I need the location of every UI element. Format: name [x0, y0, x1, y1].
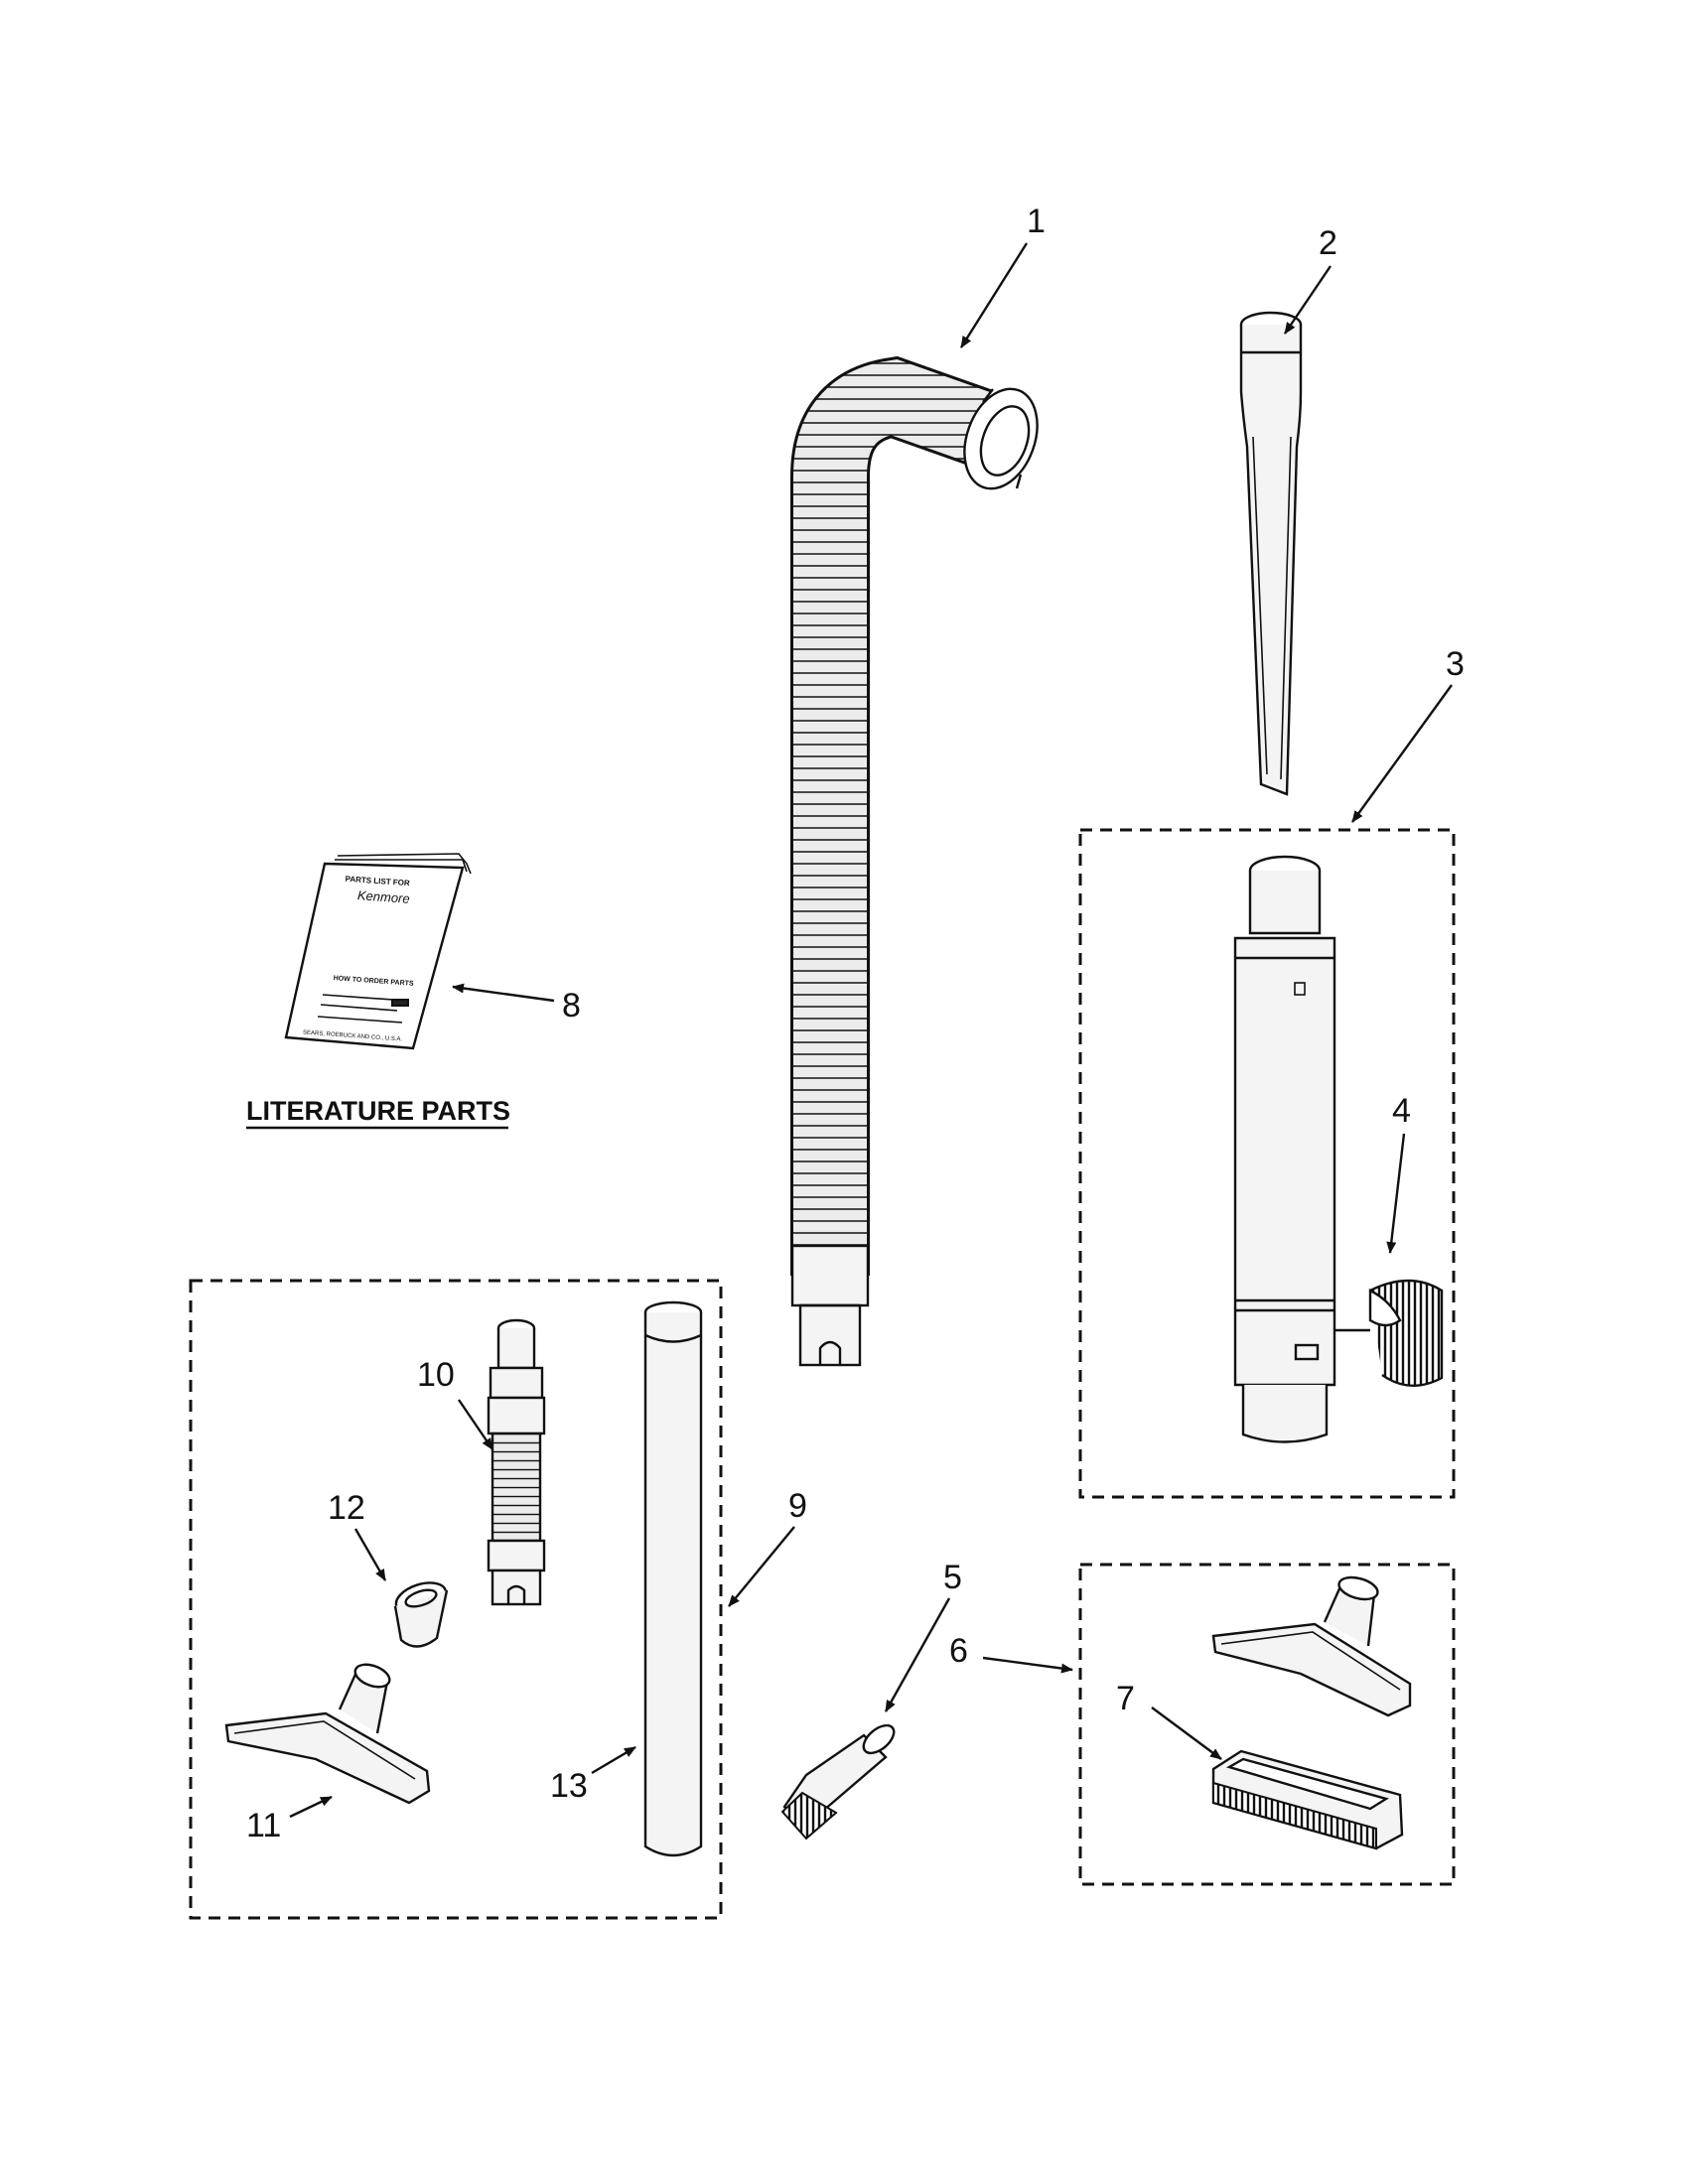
upholstery-tool-part: [1211, 1575, 1412, 1717]
callout-12: 12: [328, 1489, 365, 1527]
callout-7: 7: [1116, 1680, 1135, 1717]
callout-4: 4: [1392, 1092, 1411, 1130]
callout-3: 3: [1446, 645, 1465, 683]
adapter-part: [393, 1581, 449, 1648]
dusting-brush-part: [780, 1723, 896, 1841]
callout-8: 8: [562, 987, 581, 1024]
crevice-tool-part: [1239, 311, 1303, 796]
floor-tool-part: [224, 1663, 431, 1805]
wand-box-part: [1078, 828, 1456, 1499]
callout-5: 5: [943, 1559, 962, 1596]
hose-part: [790, 355, 1039, 1367]
flex-hose-small-part: [487, 1318, 546, 1606]
callout-1: 1: [1027, 203, 1046, 240]
booklet-brand: Kenmore: [356, 887, 410, 906]
callout-11: 11: [246, 1807, 281, 1844]
callout-numbers: 1 2 3 4 5 6 7 8 9 10 11 12 13: [246, 203, 1465, 1844]
callout-2: 2: [1319, 224, 1337, 262]
literature-parts-heading: LITERATURE PARTS: [246, 1096, 510, 1126]
callout-6: 6: [949, 1632, 968, 1670]
brush-insert-part: [1211, 1749, 1404, 1850]
attachment-kit-box: [189, 1279, 723, 1920]
literature-booklet-part: PARTS LIST FOR Kenmore HOW TO ORDER PART…: [284, 853, 472, 1050]
callout-9: 9: [788, 1487, 807, 1525]
callout-10: 10: [417, 1356, 455, 1394]
extension-wand-tube-part: [643, 1300, 703, 1857]
clip-part: [1334, 1279, 1444, 1388]
upholstery-kit-box: [1078, 1563, 1456, 1886]
callout-13: 13: [550, 1767, 588, 1805]
leader-lines: [289, 242, 1453, 1819]
